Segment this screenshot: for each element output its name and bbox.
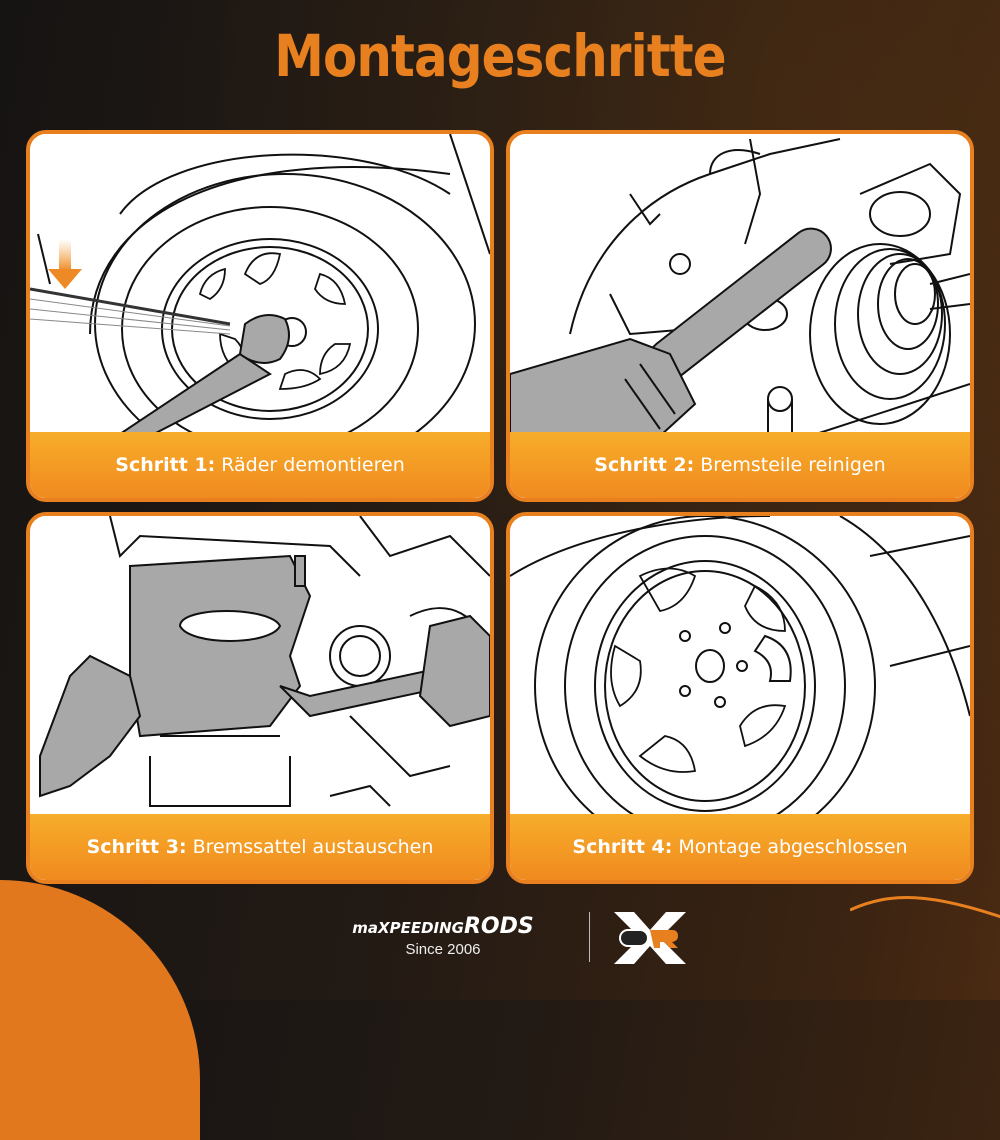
footer-divider: [589, 912, 590, 962]
step-number: Schritt 3:: [86, 836, 187, 858]
step-number: Schritt 4:: [572, 836, 673, 858]
brand-name-part2: PEEDING: [389, 919, 464, 937]
installed-wheel-illustration: [510, 516, 970, 818]
step-caption-4: Schritt 4: Montage abgeschlossen: [510, 814, 970, 880]
brand-logo: maXPEEDINGRODS Since 2006: [318, 914, 568, 959]
caliper-replacement-illustration: [30, 516, 490, 818]
footer: maXPEEDINGRODS Since 2006: [0, 912, 1000, 972]
decorative-orange-wave: [850, 896, 1000, 919]
step-label: Montage abgeschlossen: [678, 836, 908, 858]
step-label: Räder demontieren: [221, 454, 405, 476]
step-card-1: Schritt 1: Räder demontieren: [26, 130, 494, 502]
step-number: Schritt 2:: [594, 454, 695, 476]
step-label: Bremssattel austauschen: [192, 836, 434, 858]
brake-cleaning-illustration: [510, 134, 970, 436]
step-caption-2: Schritt 2: Bremsteile reinigen: [510, 432, 970, 498]
brand-name-part3: RODS: [463, 914, 534, 939]
brand-name-part1: maX: [352, 919, 390, 937]
step-card-4: Schritt 4: Montage abgeschlossen: [506, 512, 974, 884]
page-title: Montageschritte: [274, 22, 726, 90]
step-card-3: Schritt 3: Bremssattel austauschen: [26, 512, 494, 884]
step-label: Bremsteile reinigen: [700, 454, 886, 476]
step-caption-1: Schritt 1: Räder demontieren: [30, 432, 490, 498]
step-number: Schritt 1:: [115, 454, 216, 476]
brand-since: Since 2006: [405, 941, 481, 958]
or-x-logo-icon: [614, 912, 686, 964]
wheel-removal-illustration: [30, 134, 490, 436]
step-caption-3: Schritt 3: Bremssattel austauschen: [30, 814, 490, 880]
down-arrow-icon: [48, 239, 82, 289]
step-card-2: Schritt 2: Bremsteile reinigen: [506, 130, 974, 502]
